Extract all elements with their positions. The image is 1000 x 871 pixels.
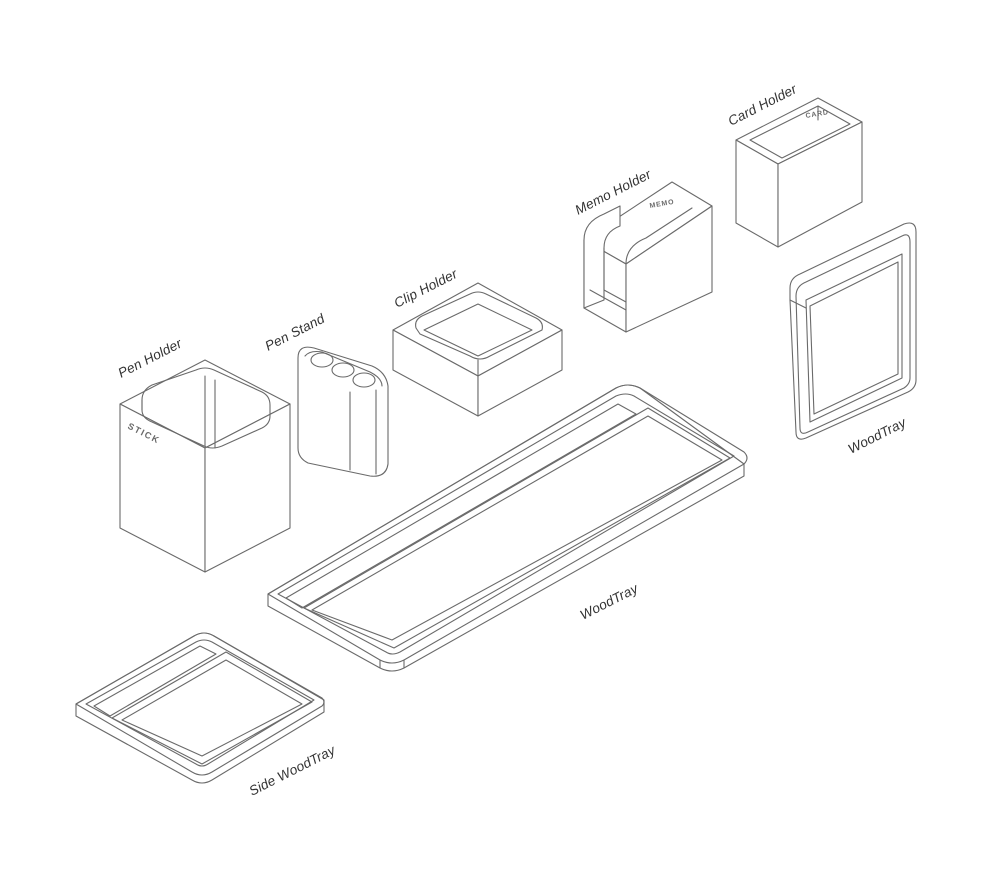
memo-holder-engraving: MEMO: [649, 199, 675, 210]
pen-stand-label: Pen Stand: [263, 311, 328, 354]
wood-tray-large-label: WoodTray: [578, 580, 642, 622]
wood-tray-small: WoodTray: [789, 222, 917, 457]
pen-holder-label: Pen Holder: [116, 336, 185, 381]
clip-holder: Clip Holder: [392, 266, 563, 417]
side-wood-tray: Side WoodTray: [75, 632, 339, 799]
card-holder: CARD Card Holder: [726, 81, 863, 248]
card-holder-engraving: CARD: [805, 109, 829, 120]
pen-holder: STICK Pen Holder: [116, 336, 291, 573]
memo-holder: MEMO Memo Holder: [573, 166, 713, 333]
wood-tray-small-label: WoodTray: [846, 414, 910, 456]
